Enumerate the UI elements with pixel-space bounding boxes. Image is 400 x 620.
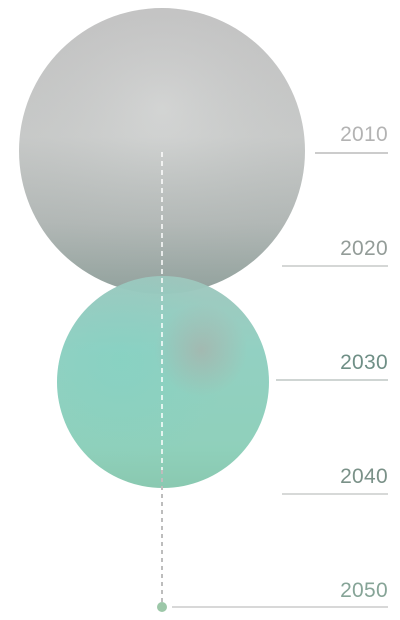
year-label-2010: 2010 <box>340 123 388 146</box>
year-label-2050: 2050 <box>340 579 388 602</box>
year-label-2030: 2030 <box>340 351 388 374</box>
end-dot <box>157 602 167 612</box>
grey-sphere-shade <box>19 8 305 294</box>
year-label-2040: 2040 <box>340 465 388 488</box>
year-label-2020: 2020 <box>340 237 388 260</box>
